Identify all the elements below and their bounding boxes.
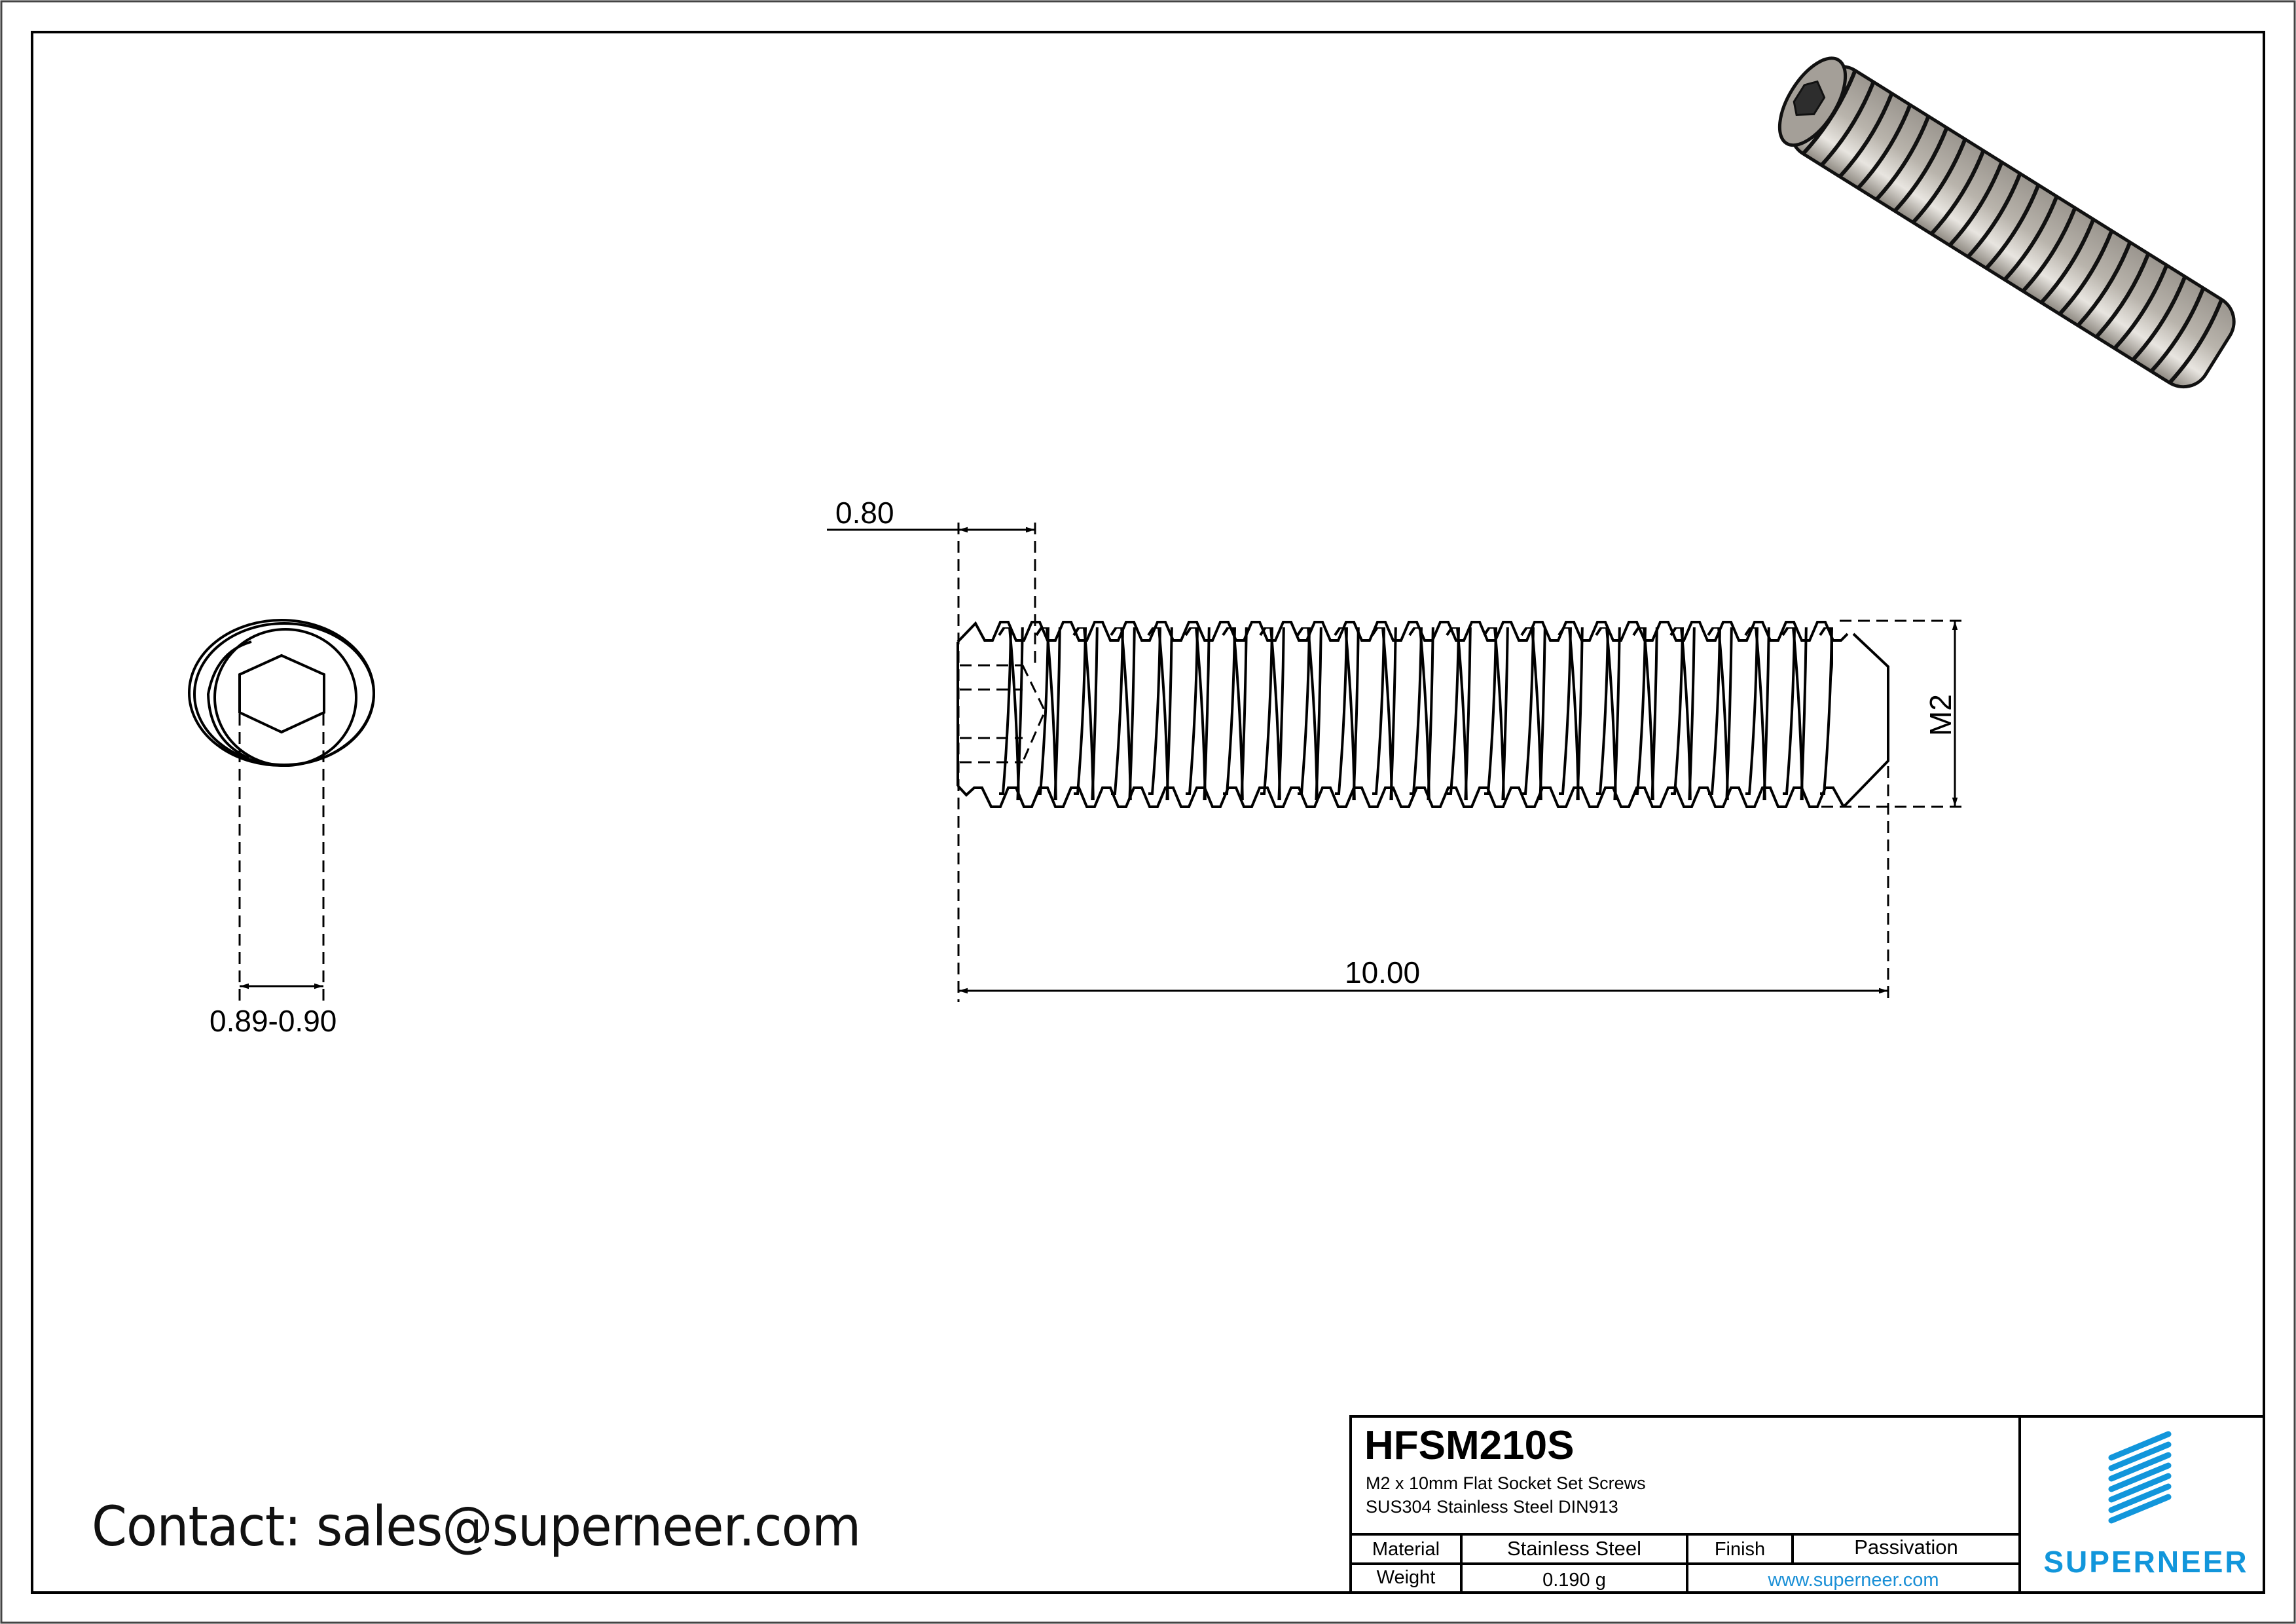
hex-width-label: 0.89-0.90 <box>210 1004 337 1038</box>
thread-size-dimension <box>1821 619 1963 808</box>
description-line1: M2 x 10mm Flat Socket Set Screws <box>1366 1473 1646 1493</box>
side-view <box>957 621 1889 808</box>
contact-email: Contact: sales@superneer.com <box>92 1494 861 1559</box>
length-dimension <box>958 766 1889 1002</box>
drawing-frame <box>31 31 2265 1594</box>
length-label: 10.00 <box>1345 955 1421 989</box>
finish-label: Finish <box>1714 1539 1766 1560</box>
end-view <box>188 619 375 767</box>
weight-label: Weight <box>1376 1566 1436 1588</box>
part-number: HFSM210S <box>1364 1423 1575 1468</box>
description-line2: SUS304 Stainless Steel DIN913 <box>1366 1497 1618 1517</box>
title-block <box>1349 1415 2265 1594</box>
thread-profile-bottom <box>957 784 1845 808</box>
material-label: Material <box>1372 1539 1440 1560</box>
thread-size-label: M2 <box>1923 694 1958 736</box>
weight-value: 0.190 g <box>1542 1569 1606 1591</box>
finish-value: Passivation <box>1854 1535 1958 1559</box>
hex-socket-icon <box>238 654 325 734</box>
superneer-logo-icon <box>2108 1431 2172 1524</box>
hidden-socket-lines <box>960 664 1046 764</box>
thread-profile-top <box>957 621 1849 643</box>
socket-depth-label: 0.80 <box>835 496 894 530</box>
hex-width-dimension <box>238 714 325 1001</box>
isometric-3d-view <box>1777 56 2236 389</box>
socket-depth-dimension <box>827 523 1036 1002</box>
iso-hex-socket-icon <box>1793 80 1826 116</box>
brand-name: SUPERNEER <box>2043 1545 2249 1579</box>
material-value: Stainless Steel <box>1506 1536 1642 1560</box>
website-link[interactable]: www.superneer.com <box>1768 1569 1939 1591</box>
chamfer-tip <box>1842 633 1889 808</box>
